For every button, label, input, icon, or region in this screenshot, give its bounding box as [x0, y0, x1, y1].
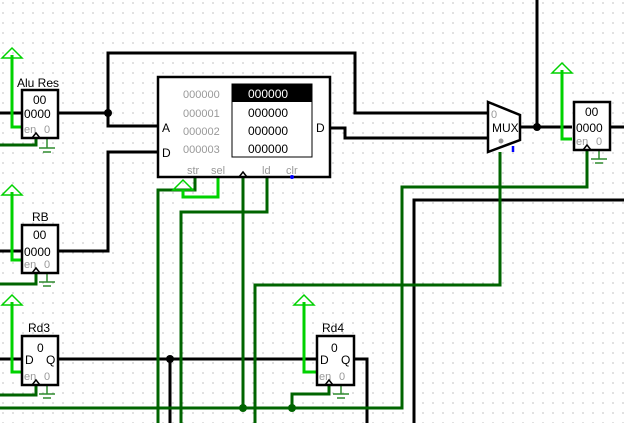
pin-clr-label: clr	[286, 165, 298, 177]
pin-sel-label: sel	[211, 165, 225, 177]
pin-a-label: A	[162, 121, 170, 135]
register-width: 00	[33, 93, 47, 107]
mux-input-0-label: 0	[491, 109, 497, 121]
register-value: 0000	[24, 245, 51, 259]
register-label: RB	[32, 210, 49, 224]
ram-address: 000001	[183, 108, 220, 120]
ram-address: 000000	[183, 89, 220, 101]
clr-pin-unknown	[290, 175, 294, 179]
reset-label: 0	[44, 371, 50, 383]
mux-select-pin	[498, 138, 504, 144]
pin-str-label: str	[187, 165, 200, 177]
register-alu-res[interactable]: Alu Res 00 0000 en 0	[17, 76, 60, 140]
power-icon[interactable]	[0, 46, 574, 306]
flipflop-label: Rd4	[322, 321, 344, 335]
enable-label: en	[24, 259, 36, 271]
register-width: 00	[585, 105, 599, 119]
pin-d-in-label: D	[162, 146, 171, 160]
pin-q-label: Q	[46, 353, 55, 367]
clock-icon	[238, 170, 248, 178]
ram-value: 000000	[248, 142, 288, 156]
ram-address: 000002	[183, 126, 220, 138]
control-wires	[0, 138, 589, 423]
flipflop-value: 0	[37, 341, 44, 355]
register-label: Alu Res	[17, 76, 59, 90]
clock-icon	[31, 378, 41, 386]
register-output[interactable]: 00 0000 en 0	[572, 100, 612, 152]
flipflop-rd3[interactable]: Rd3 0 D Q en 0	[20, 321, 60, 387]
enable-label: en	[24, 371, 36, 383]
clock-icon	[31, 266, 41, 274]
pin-d-label: D	[25, 353, 34, 367]
constant-high-wires	[10, 55, 572, 374]
clock-icon	[582, 143, 592, 151]
reset-label: 0	[44, 259, 50, 271]
ram-value: 000000	[248, 87, 288, 101]
flipflop-label: Rd3	[28, 321, 50, 335]
enable-label: en	[24, 124, 36, 136]
ram-component[interactable]: A D D 000000 000001 000002 000003 000000…	[156, 75, 332, 179]
multiplexer[interactable]: 0 MUX	[486, 100, 522, 154]
ground-icon	[39, 138, 607, 399]
ram-value: 000000	[248, 106, 288, 120]
ram-selected-row	[232, 84, 312, 102]
enable-label: en	[576, 136, 588, 148]
register-rb[interactable]: RB 00 0000 en 0	[20, 210, 60, 275]
clock-icon	[31, 131, 41, 139]
clock-icon	[324, 378, 334, 386]
flipflop-rd4[interactable]: Rd4 0 D Q en 0	[315, 321, 356, 387]
ram-address: 000003	[183, 144, 220, 156]
reset-label: 0	[596, 136, 602, 148]
pin-ld-label: ld	[262, 165, 271, 177]
reset-label: 0	[339, 371, 345, 383]
register-value: 0000	[576, 121, 603, 135]
pin-d-out-label: D	[316, 121, 325, 135]
reset-label: 0	[44, 124, 50, 136]
pin-d-label: D	[320, 353, 329, 367]
register-value: 0000	[24, 107, 51, 121]
flipflop-value: 0	[331, 341, 338, 355]
mux-label: MUX	[492, 121, 519, 135]
register-width: 00	[33, 228, 47, 242]
ram-value: 000000	[248, 124, 288, 138]
pin-q-label: Q	[341, 353, 350, 367]
